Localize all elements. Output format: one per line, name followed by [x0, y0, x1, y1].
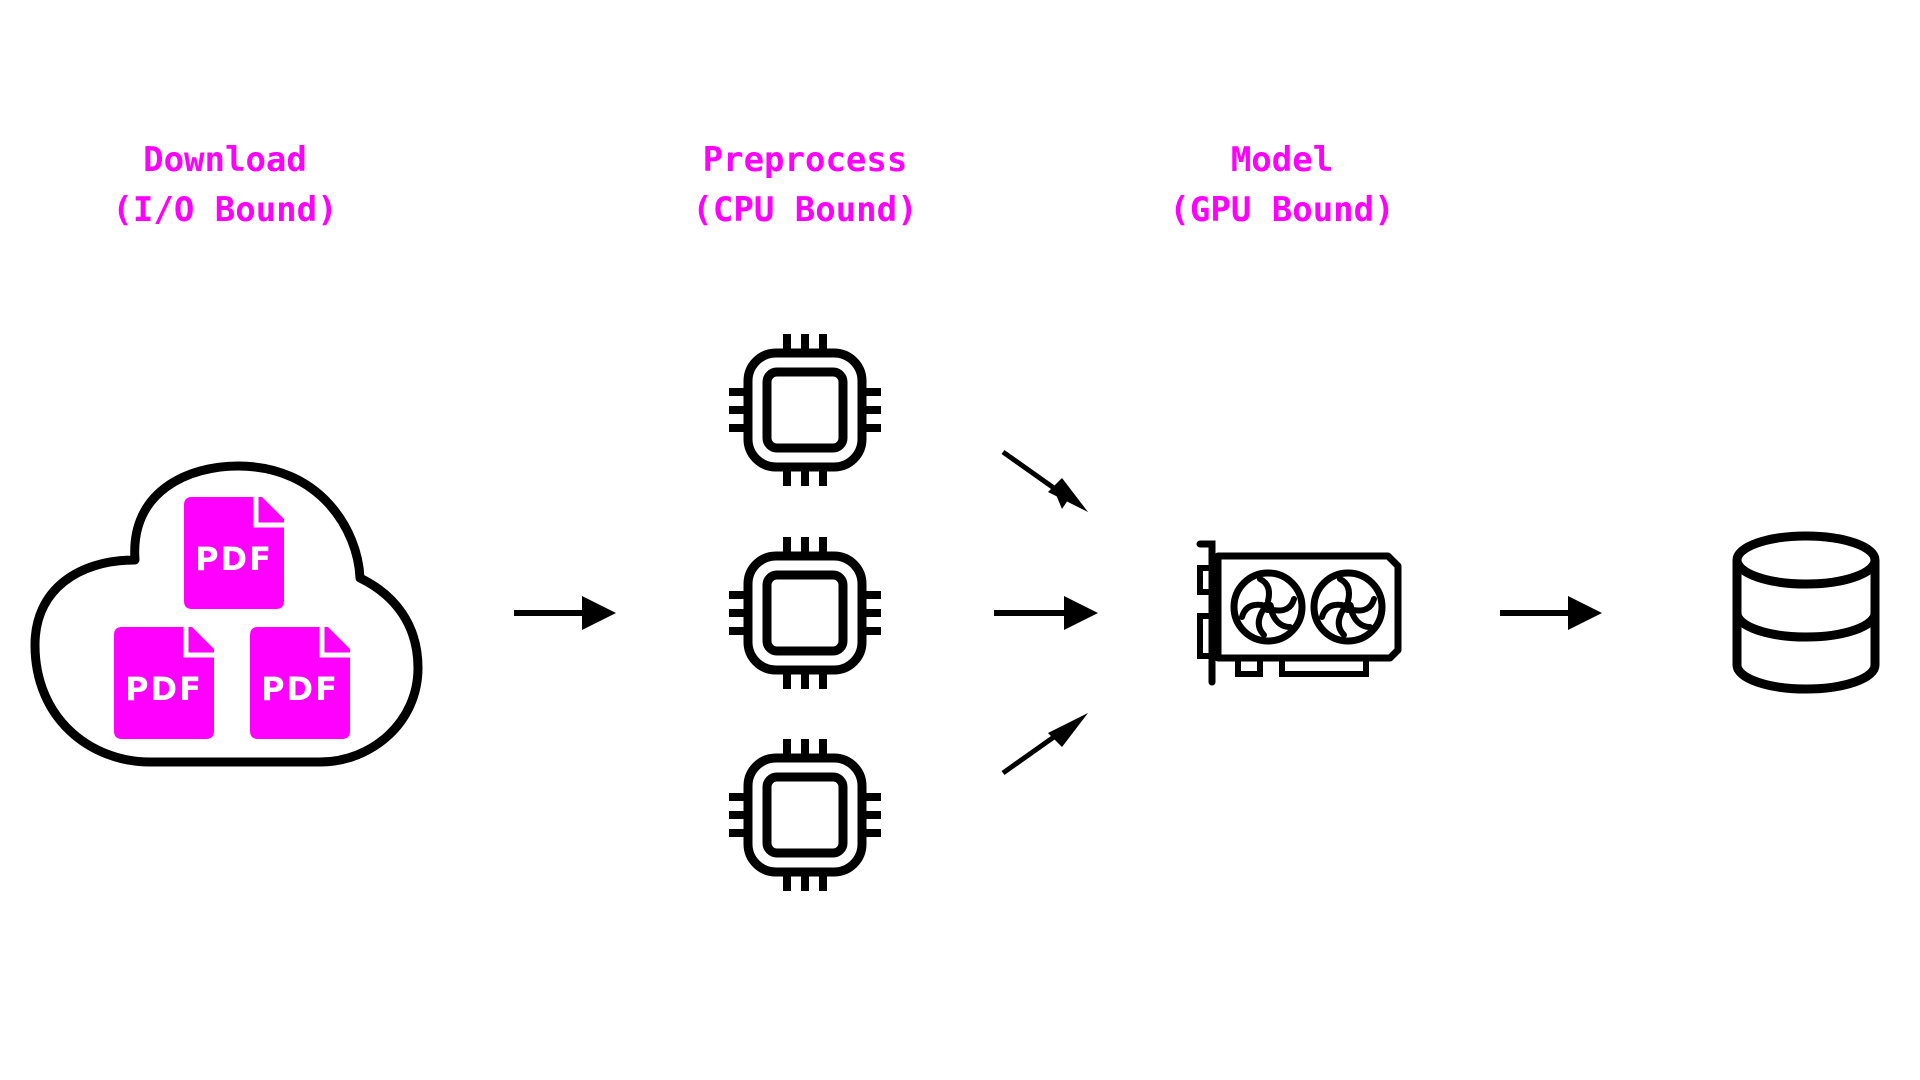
stage-subtitle: (GPU Bound) [1169, 190, 1395, 230]
stage-title: Download [143, 140, 307, 180]
arrow-right-icon [1500, 596, 1602, 630]
stage-subtitle: (I/O Bound) [112, 190, 338, 230]
cpu-chip-icon [729, 739, 881, 891]
arrow-right-icon [514, 596, 616, 630]
pdf-label: PDF [125, 670, 203, 708]
stage-title: Preprocess [702, 140, 908, 180]
stage-label-download: Download (I/O Bound) [15, 135, 435, 235]
pdf-file-icon: PDF [114, 627, 214, 739]
gpu-card-icon [1196, 540, 1402, 686]
pdf-file-icon: PDF [184, 497, 284, 609]
arrow-up-right-icon [1001, 713, 1088, 776]
database-icon [1732, 531, 1880, 694]
cpu-chip-icon [729, 537, 881, 689]
stage-label-model: Model (GPU Bound) [1072, 135, 1492, 235]
pdf-label: PDF [261, 670, 339, 708]
stage-title: Model [1230, 140, 1334, 180]
cpu-chip-icon [729, 334, 881, 486]
arrow-down-right-icon [1001, 449, 1088, 512]
stage-label-preprocess: Preprocess (CPU Bound) [595, 135, 1015, 235]
stage-subtitle: (CPU Bound) [692, 190, 918, 230]
arrow-right-icon [994, 596, 1098, 630]
pdf-file-icon: PDF [250, 627, 350, 739]
pdf-label: PDF [195, 540, 273, 578]
